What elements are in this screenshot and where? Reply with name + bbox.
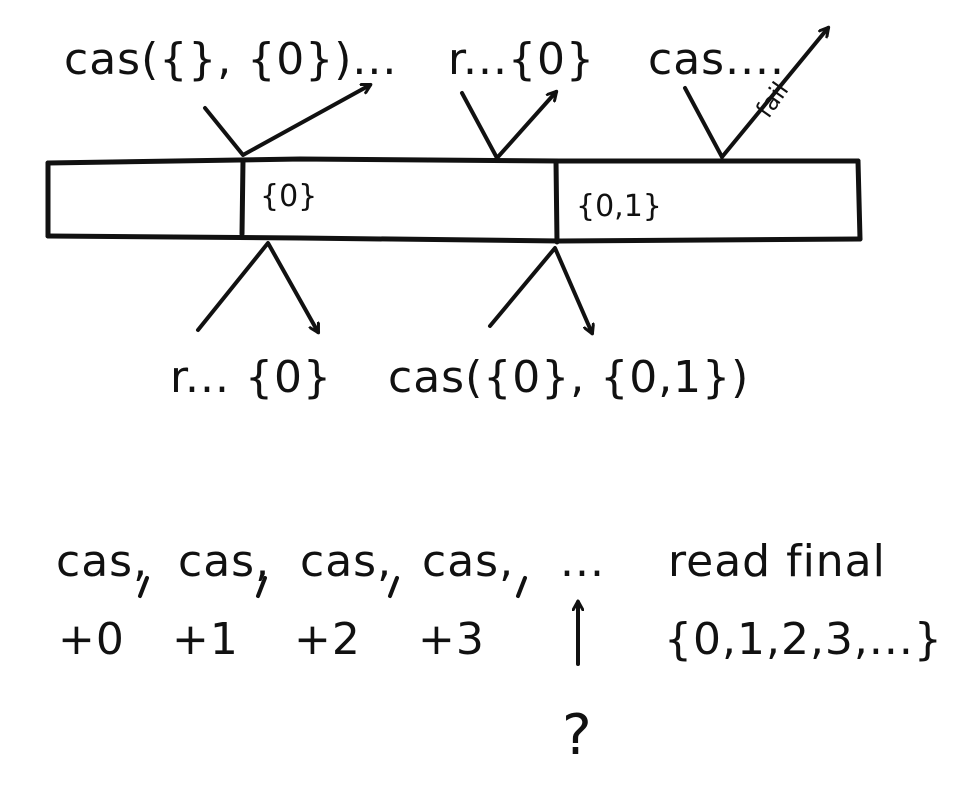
seq-op-4: cas,	[422, 536, 515, 587]
strip-divider-2	[553, 158, 560, 245]
arrow-cas-empty-to-0	[203, 85, 370, 157]
seq-increment-4: +3	[418, 614, 485, 665]
seq-result-set: {0,1,2,3,...}	[664, 614, 943, 665]
strip-top-edge	[45, 156, 861, 166]
label-cas-0-to-01: cas({0}, {0,1})	[388, 352, 750, 403]
seq-op-1: cas,	[56, 536, 149, 587]
separator-ticks	[138, 576, 527, 598]
strip-divider-1	[239, 157, 246, 237]
arrow-cas-0-to-01	[488, 246, 592, 333]
strip-bottom-edge	[45, 233, 863, 244]
label-cas-empty-to-0: cas({}, {0})...	[64, 34, 398, 85]
seq-ellipsis: ...	[560, 536, 605, 587]
memory-strip	[45, 156, 863, 245]
seq-op-2: cas,	[178, 536, 271, 587]
label-read-0-bottom: r... {0}	[170, 352, 332, 403]
question-mark: ?	[562, 703, 593, 768]
seq-op-3: cas,	[300, 536, 393, 587]
arrows	[196, 28, 828, 666]
seq-read-final: read final	[668, 536, 886, 587]
seq-increment-2: +1	[172, 614, 239, 665]
cell-3-value: {0,1}	[576, 189, 662, 224]
seq-increment-3: +2	[294, 614, 361, 665]
cell-2-value: {0}	[260, 179, 318, 214]
arrow-read-0-top	[460, 92, 556, 160]
arrow-read-0-bottom	[196, 241, 320, 332]
arrow-cas-fail	[683, 28, 828, 159]
strip-right-edge	[855, 158, 863, 242]
label-cas-top-right: cas....	[648, 34, 786, 85]
label-read-0-top: r...{0}	[448, 34, 595, 85]
seq-increment-1: +0	[58, 614, 125, 665]
